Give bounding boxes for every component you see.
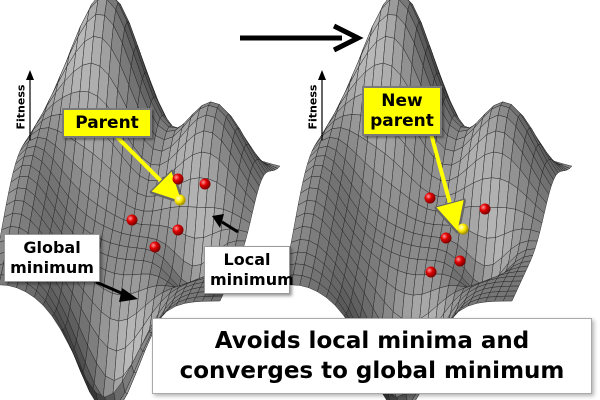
conclusion-line2: converges to global minimum <box>179 358 565 384</box>
parent-callout: Parent <box>62 108 152 138</box>
population-point <box>172 224 184 236</box>
population-point <box>424 192 436 204</box>
population-points-right <box>424 192 491 278</box>
population-point <box>126 214 138 226</box>
conclusion-line1: Avoids local minima and <box>214 328 530 354</box>
local-minimum-label: Local minimum <box>204 246 294 294</box>
global-minimum-pointer-arrow <box>95 280 138 302</box>
population-point <box>172 173 184 185</box>
fitness-axis-label-left: Fitness <box>14 84 28 130</box>
parent-callout-text: Parent <box>75 113 139 133</box>
surface-mesh-cell <box>502 295 515 302</box>
parent-point <box>174 194 186 206</box>
conclusion-box: Avoids local minima and converges to glo… <box>152 318 592 394</box>
fitness-axis-left <box>26 70 34 140</box>
new-parent-callout-line1: New <box>381 91 423 111</box>
progression-arrow <box>240 23 364 53</box>
global-minimum-label-line2: minimum <box>10 258 94 277</box>
local-minimum-label-line2: minimum <box>210 270 294 289</box>
local-minimum-label-line1: Local <box>223 250 271 269</box>
population-point <box>425 266 437 278</box>
local-minimum-pointer-arrow <box>212 214 239 234</box>
global-minimum-label: Global minimum <box>4 234 100 282</box>
population-point <box>440 232 452 244</box>
population-point <box>199 178 211 190</box>
new-parent-callout-line2: parent <box>370 111 434 131</box>
global-minimum-label-line1: Global <box>23 238 81 257</box>
new-parent-point <box>457 223 469 235</box>
population-points-left <box>126 173 211 253</box>
surface-mesh-cell <box>210 295 223 302</box>
new-parent-callout: New parent <box>362 86 442 136</box>
fitness-axis-label-right: Fitness <box>306 84 320 130</box>
new-parent-pointer-arrow <box>428 129 454 218</box>
population-point <box>149 241 161 253</box>
population-point <box>454 255 466 267</box>
fitness-axis-right <box>318 70 326 140</box>
parent-pointer-arrow <box>108 128 172 192</box>
population-point <box>479 203 491 215</box>
